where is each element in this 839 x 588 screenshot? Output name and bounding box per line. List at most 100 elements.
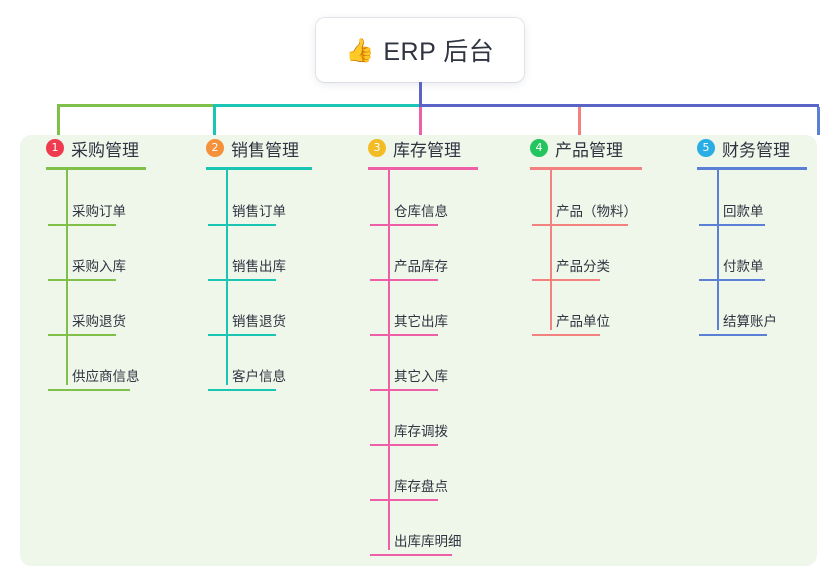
leaf-item-rule <box>370 554 452 556</box>
leaf-item-label: 采购退货 <box>72 314 126 329</box>
leaf-item-label: 其它入库 <box>394 369 448 384</box>
leaf-item-label: 结算账户 <box>723 314 777 329</box>
branch-header-rule <box>368 167 478 170</box>
branch-number-badge: 1 <box>46 139 64 157</box>
leaf-item[interactable]: 采购订单 <box>48 200 130 226</box>
leaf-item[interactable]: 产品分类 <box>532 255 614 281</box>
branch-header-rule <box>206 167 312 170</box>
drop-connector-2 <box>213 107 216 135</box>
drop-connector-1 <box>57 107 60 135</box>
leaf-item-rule <box>48 279 116 281</box>
leaf-item-rule <box>48 224 116 226</box>
branch-spine <box>550 169 552 330</box>
trunk-connector <box>419 82 422 106</box>
leaf-item-rule <box>532 334 600 336</box>
leaf-item-rule <box>699 334 767 336</box>
leaf-item[interactable]: 其它出库 <box>370 310 452 336</box>
leaf-item[interactable]: 销售退货 <box>208 310 290 336</box>
branch-header-2[interactable]: 2 销售管理 <box>206 135 299 161</box>
branch-header-1[interactable]: 1 采购管理 <box>46 135 139 161</box>
leaf-item[interactable]: 采购退货 <box>48 310 130 336</box>
leaf-item-rule <box>699 279 765 281</box>
leaf-item[interactable]: 出库库明细 <box>370 530 466 556</box>
leaf-item-label: 客户信息 <box>232 369 286 384</box>
leaf-item-rule <box>208 224 276 226</box>
leaf-item-rule <box>532 279 600 281</box>
horizontal-connector-segment-2 <box>213 104 419 107</box>
leaf-item-label: 库存盘点 <box>394 479 448 494</box>
branch-number-badge: 3 <box>368 139 386 157</box>
leaf-item-rule <box>208 334 276 336</box>
leaf-item-label: 产品单位 <box>556 314 610 329</box>
drop-connector-5 <box>817 107 820 135</box>
leaf-item[interactable]: 仓库信息 <box>370 200 452 226</box>
branch-title: 采购管理 <box>71 140 139 160</box>
leaf-item-label: 供应商信息 <box>72 369 140 384</box>
horizontal-connector-segment-3 <box>419 104 819 107</box>
leaf-item[interactable]: 产品（物料） <box>532 200 641 226</box>
branch-title: 财务管理 <box>722 140 790 160</box>
leaf-item[interactable]: 其它入库 <box>370 365 452 391</box>
leaf-item[interactable]: 库存盘点 <box>370 475 452 501</box>
leaf-item[interactable]: 回款单 <box>699 200 768 226</box>
leaf-item-rule <box>370 224 438 226</box>
branch-spine <box>388 169 390 550</box>
branch-number-badge: 5 <box>697 139 715 157</box>
leaf-item-rule <box>48 389 130 391</box>
horizontal-connector-segment-1 <box>57 104 213 107</box>
leaf-item[interactable]: 产品库存 <box>370 255 452 281</box>
leaf-item[interactable]: 销售出库 <box>208 255 290 281</box>
leaf-item-label: 采购订单 <box>72 204 126 219</box>
branch-title: 库存管理 <box>393 140 461 160</box>
branch-header-3[interactable]: 3 库存管理 <box>368 135 461 161</box>
leaf-item-rule <box>699 224 765 226</box>
leaf-item[interactable]: 结算账户 <box>699 310 781 336</box>
branches-panel: 1 采购管理采购订单采购入库采购退货供应商信息 2 销售管理销售订单销售出库销售退货客… <box>20 135 817 566</box>
leaf-item[interactable]: 库存调拨 <box>370 420 452 446</box>
leaf-item[interactable]: 客户信息 <box>208 365 290 391</box>
leaf-item-label: 采购入库 <box>72 259 126 274</box>
leaf-item-label: 销售退货 <box>232 314 286 329</box>
branch-spine <box>226 169 228 385</box>
root-node-title: ERP 后台 <box>383 38 495 66</box>
leaf-item-label: 付款单 <box>723 259 764 274</box>
leaf-item[interactable]: 销售订单 <box>208 200 290 226</box>
leaf-item-rule <box>208 279 276 281</box>
leaf-item[interactable]: 付款单 <box>699 255 768 281</box>
leaf-item-rule <box>370 334 438 336</box>
leaf-item[interactable]: 供应商信息 <box>48 365 144 391</box>
branch-header-rule <box>697 167 807 170</box>
leaf-item-label: 产品分类 <box>556 259 610 274</box>
leaf-item-label: 回款单 <box>723 204 764 219</box>
leaf-item-rule <box>208 389 276 391</box>
leaf-item-label: 产品库存 <box>394 259 448 274</box>
branch-spine <box>66 169 68 385</box>
branch-header-rule <box>46 167 146 170</box>
leaf-item-label: 销售订单 <box>232 204 286 219</box>
leaf-item-label: 出库库明细 <box>394 534 462 549</box>
leaf-item[interactable]: 采购入库 <box>48 255 130 281</box>
leaf-item[interactable]: 产品单位 <box>532 310 614 336</box>
branch-spine <box>717 169 719 330</box>
branch-header-rule <box>530 167 642 170</box>
drop-connector-4 <box>578 107 581 135</box>
branch-number-badge: 2 <box>206 139 224 157</box>
branch-title: 销售管理 <box>231 140 299 160</box>
leaf-item-rule <box>370 499 438 501</box>
leaf-item-rule <box>370 444 438 446</box>
leaf-item-label: 销售出库 <box>232 259 286 274</box>
leaf-item-rule <box>370 389 438 391</box>
leaf-item-rule <box>370 279 438 281</box>
leaf-item-rule <box>48 334 116 336</box>
leaf-item-label: 产品（物料） <box>556 204 637 219</box>
branch-header-5[interactable]: 5 财务管理 <box>697 135 790 161</box>
leaf-item-rule <box>532 224 628 226</box>
leaf-item-label: 其它出库 <box>394 314 448 329</box>
thumbs-up-icon: 👍 <box>345 36 375 63</box>
root-node-card[interactable]: 👍 ERP 后台 <box>316 18 524 82</box>
branch-number-badge: 4 <box>530 139 548 157</box>
leaf-item-label: 库存调拨 <box>394 424 448 439</box>
leaf-item-label: 仓库信息 <box>394 204 448 219</box>
